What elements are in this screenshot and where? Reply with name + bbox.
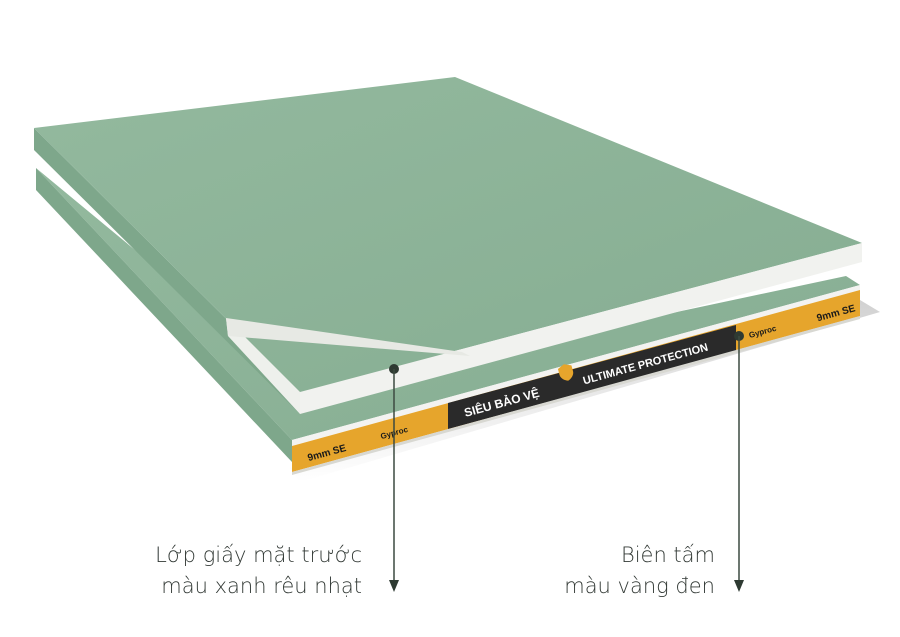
top-board-cut: [226, 318, 300, 414]
top-board-top-face: [34, 77, 862, 392]
caption-edge-line2: màu vàng đen: [564, 574, 715, 598]
caption-front-line2: màu xanh rêu nhạt: [161, 574, 362, 598]
caption-edge-line1: Biên tấm: [620, 543, 715, 567]
leader-edge: [734, 331, 744, 592]
bottom-board-left-side: [36, 168, 292, 462]
arrow-down-icon: [389, 580, 399, 592]
caption-front-paper: Lớp giấy mặt trước màu xanh rêu nhạt: [155, 540, 362, 602]
top-board-left-side: [34, 128, 300, 414]
bottom-board-core: [292, 285, 860, 446]
shield-icon: [557, 364, 574, 381]
leader-front-paper: [389, 364, 399, 592]
edge-black-section: [448, 325, 736, 429]
caption-front-line1: Lớp giấy mặt trước: [155, 543, 362, 567]
top-board: [34, 77, 862, 414]
top-board-core: [300, 243, 862, 414]
bottom-board: [36, 168, 860, 475]
arrow-down-icon: [734, 580, 744, 592]
caption-edge: Biên tấm màu vàng đen: [564, 540, 715, 602]
bottom-board-top-face: [36, 168, 860, 440]
